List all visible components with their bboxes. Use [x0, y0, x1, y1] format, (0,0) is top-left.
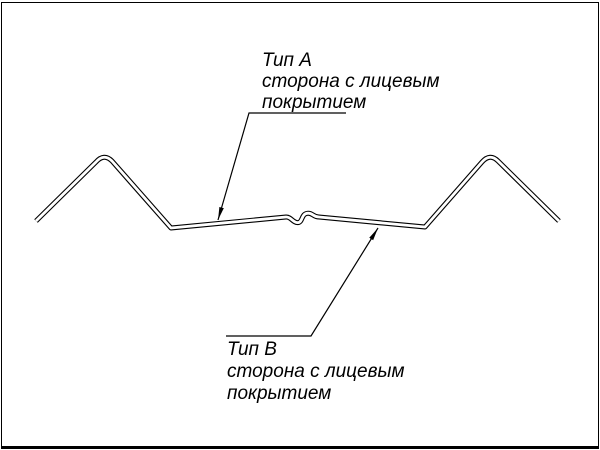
label-type-a-title: Тип А — [262, 50, 312, 71]
sheet-profile-core — [35, 155, 560, 230]
label-type-b-line3: покрытием — [227, 383, 331, 404]
label-type-b-line2: сторона с лицевым — [227, 361, 405, 382]
leader-line-type-a — [217, 112, 346, 221]
leader-line-type-b — [226, 227, 379, 337]
label-type-a-line2: сторона с лицевым — [262, 71, 440, 92]
label-type-a-line3: покрытием — [262, 92, 366, 113]
label-type-b-title: Тип В — [227, 339, 277, 360]
sheet-profile-outline — [34, 154, 561, 231]
